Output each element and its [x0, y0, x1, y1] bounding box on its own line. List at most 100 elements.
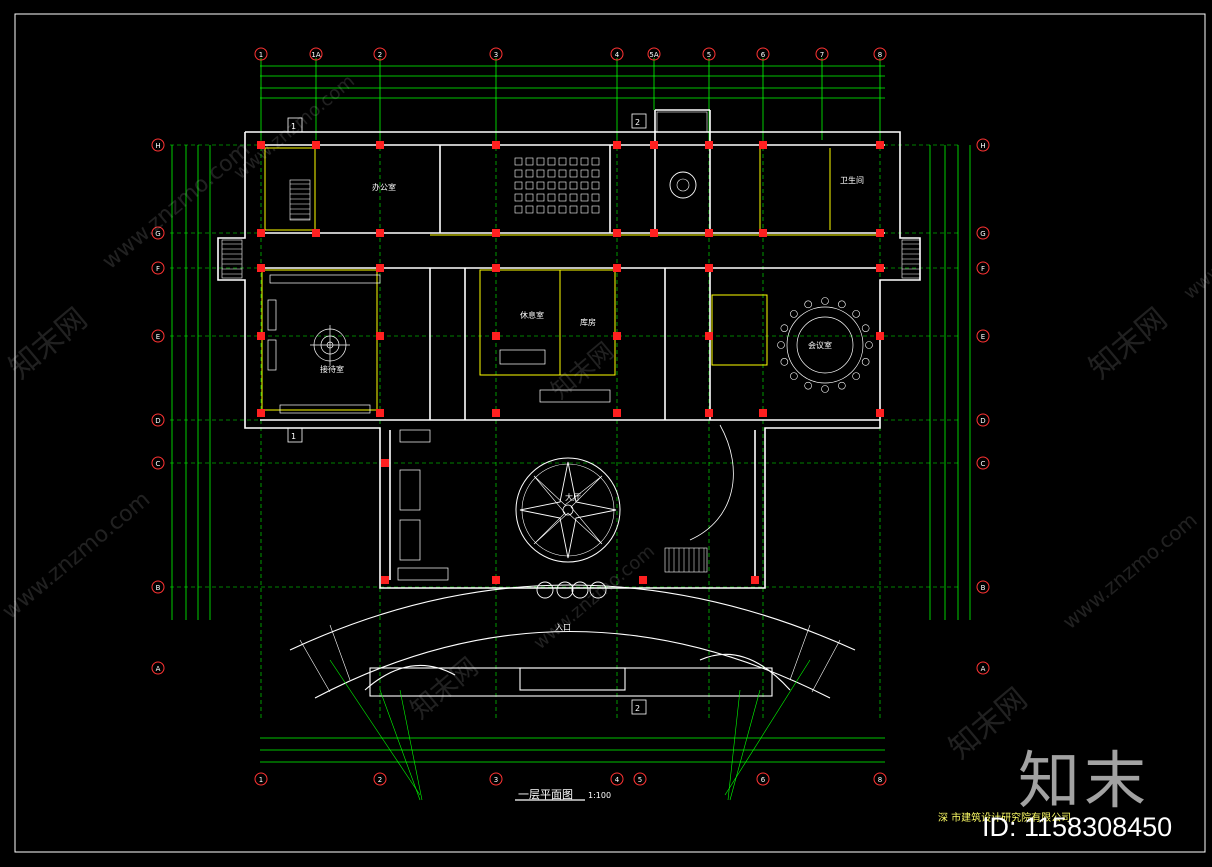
grid-bubble-left-D: D: [151, 413, 165, 427]
section-label-1-bottom: 1: [291, 432, 296, 441]
drawing-title: 一层平面图: [518, 788, 573, 801]
section-label-1-top: 1: [291, 122, 296, 131]
column: [751, 576, 759, 584]
seat: [580, 157, 589, 166]
grid-bubble-left-E: E: [151, 329, 165, 343]
column: [257, 264, 265, 272]
room-label-office: 办公室: [372, 182, 396, 192]
column: [257, 332, 265, 340]
bottom-dimension-lines: [260, 737, 885, 763]
seat: [525, 169, 534, 178]
column: [492, 576, 500, 584]
left-dimension-lines: [171, 145, 211, 620]
chair: [861, 324, 870, 332]
seat: [514, 205, 523, 214]
seat: [547, 193, 556, 202]
watermark-text: 知末网: [405, 652, 484, 725]
column: [613, 332, 621, 340]
sheet-id: ID: 1158308450: [982, 812, 1173, 842]
grid-bubble-bottom-4: 4: [610, 772, 624, 786]
svg-text:B: B: [981, 584, 986, 592]
seat: [569, 157, 578, 166]
column: [257, 229, 265, 237]
seat: [525, 181, 534, 190]
column: [705, 229, 713, 237]
grid-bubble-right-G: G: [976, 226, 990, 240]
chair: [780, 324, 789, 332]
grid-bubble-right-E: E: [976, 329, 990, 343]
svg-text:1: 1: [259, 776, 263, 784]
grid-bubble-top-4: 4: [610, 47, 624, 61]
seat: [525, 205, 534, 214]
company-name: 深 市建筑设计研究院有限公司: [938, 813, 1072, 824]
column: [492, 141, 500, 149]
seat: [558, 157, 567, 166]
seat: [536, 157, 545, 166]
svg-text:E: E: [981, 333, 985, 341]
column: [312, 229, 320, 237]
seat: [569, 205, 578, 214]
stair-treads: [222, 183, 920, 572]
compass-rose-floor: [515, 457, 621, 563]
svg-text:D: D: [980, 417, 985, 425]
brand-logo: 知末: [1018, 744, 1151, 817]
entrance-canopy: [289, 584, 856, 699]
seat: [569, 169, 578, 178]
grid-bubble-right-B: B: [976, 580, 990, 594]
grid-bubble-bottom-5: 5: [633, 772, 647, 786]
seat: [591, 157, 600, 166]
grid-bubble-top-8: 8: [873, 47, 887, 61]
seat: [547, 157, 556, 166]
grid-bubble-bottom-1: 1: [254, 772, 268, 786]
top-dimension-lines: [260, 65, 885, 99]
chair: [838, 381, 846, 390]
chair: [852, 310, 860, 318]
grid-bubble-right-C: C: [976, 456, 990, 470]
column: [705, 264, 713, 272]
right-grid-bubbles: H G F E D C B A: [976, 138, 990, 675]
seat: [569, 181, 578, 190]
svg-text:F: F: [981, 265, 985, 273]
column: [876, 332, 884, 340]
svg-text:6: 6: [761, 776, 766, 784]
lobby-curve: [689, 424, 734, 541]
column: [876, 264, 884, 272]
seat: [591, 205, 600, 214]
chair: [838, 300, 846, 309]
seat: [591, 181, 600, 190]
svg-text:5: 5: [638, 776, 642, 784]
column: [705, 332, 713, 340]
chair: [777, 341, 785, 349]
entrance-doors: [536, 581, 607, 599]
drawing-scale: 1:100: [588, 791, 612, 800]
svg-text:5: 5: [707, 51, 711, 59]
grid-bubble-bottom-3: 3: [489, 772, 503, 786]
grid-bubble-left-C: C: [151, 456, 165, 470]
watermark-text: 知末网: [3, 301, 94, 386]
chair: [821, 297, 829, 305]
watermark-text: www.znzmo.com: [0, 487, 155, 625]
column: [492, 332, 500, 340]
seat: [580, 205, 589, 214]
svg-text:H: H: [980, 142, 985, 150]
grid-bubble-top-7: 7: [815, 47, 829, 61]
vertical-grid-lines: [260, 58, 881, 140]
svg-text:G: G: [155, 230, 160, 238]
chair: [804, 381, 812, 390]
column: [705, 141, 713, 149]
column: [257, 409, 265, 417]
svg-text:D: D: [155, 417, 160, 425]
svg-text:3: 3: [494, 51, 498, 59]
column: [876, 141, 884, 149]
svg-text:A: A: [981, 665, 986, 673]
column: [650, 229, 658, 237]
seat: [558, 193, 567, 202]
grid-bubble-bottom-8: 8: [873, 772, 887, 786]
grid-bubble-top-1: 1: [254, 47, 268, 61]
room-label-meeting: 会议室: [808, 340, 832, 350]
